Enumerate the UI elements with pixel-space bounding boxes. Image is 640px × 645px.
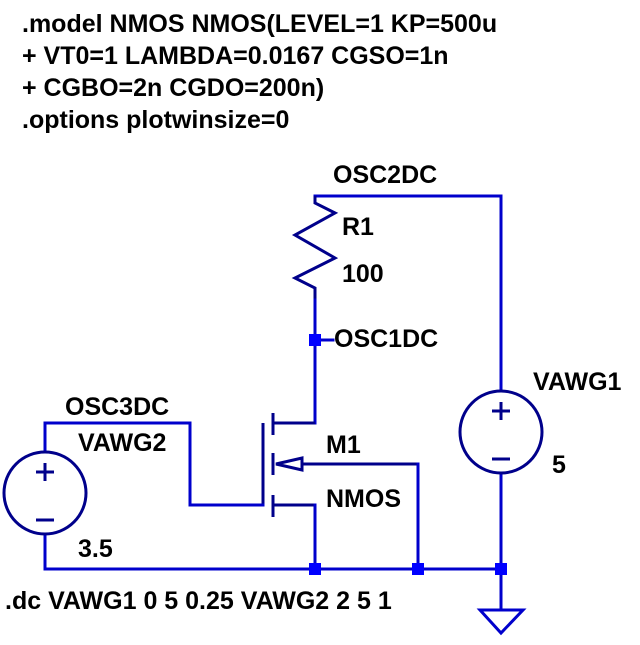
vsource-vawg2-circle — [2, 450, 88, 536]
vsource-vawg1-name[interactable]: VAWG1 — [533, 368, 622, 396]
mosfet-m1-symbol[interactable] — [261, 413, 418, 517]
net-label-osc1dc[interactable]: OSC1DC — [334, 325, 439, 353]
vsource-vawg2-symbol[interactable] — [2, 450, 88, 536]
net-label-osc2dc[interactable]: OSC2DC — [333, 161, 438, 189]
mosfet-bulk-arrow — [275, 456, 304, 472]
vsource-vawg1-symbol[interactable] — [458, 389, 544, 475]
net-label-osc3dc[interactable]: OSC3DC — [65, 393, 170, 421]
model-directive-line-3[interactable]: + CGBO=2n CGDO=200n) — [22, 74, 325, 102]
junction-bulk[interactable] — [412, 563, 424, 575]
vsource-vawg1-circle — [458, 389, 544, 475]
wire-ground-bus[interactable] — [43, 532, 503, 571]
ground-icon — [476, 608, 527, 636]
wire-osc2dc[interactable] — [313, 194, 503, 393]
junction-source[interactable] — [309, 563, 321, 575]
mosfet-name[interactable]: M1 — [326, 431, 361, 459]
vsource-vawg1-value[interactable]: 5 — [552, 451, 566, 479]
junction-osc1dc[interactable] — [309, 334, 321, 346]
vsource-vawg2-value[interactable]: 3.5 — [78, 535, 113, 563]
model-directive-line-1[interactable]: .model NMOS NMOS(LEVEL=1 KP=500u — [22, 10, 498, 38]
wire-osc1dc[interactable] — [271, 298, 317, 425]
vsource-vawg2-name[interactable]: VAWG2 — [78, 429, 167, 457]
resistor-value[interactable]: 100 — [342, 260, 384, 288]
options-directive[interactable]: .options plotwinsize=0 — [22, 106, 290, 134]
resistor-r1-symbol[interactable] — [291, 196, 339, 300]
junction-ground[interactable] — [495, 563, 507, 575]
wire-osc3dc[interactable] — [43, 421, 265, 507]
resistor-name[interactable]: R1 — [342, 213, 374, 241]
mosfet-model[interactable]: NMOS — [326, 485, 401, 513]
dc-sweep-directive[interactable]: .dc VAWG1 0 5 0.25 VAWG2 2 5 1 — [5, 587, 392, 615]
model-directive-line-2[interactable]: + VT0=1 LAMBDA=0.0167 CGSO=1n — [22, 42, 449, 70]
